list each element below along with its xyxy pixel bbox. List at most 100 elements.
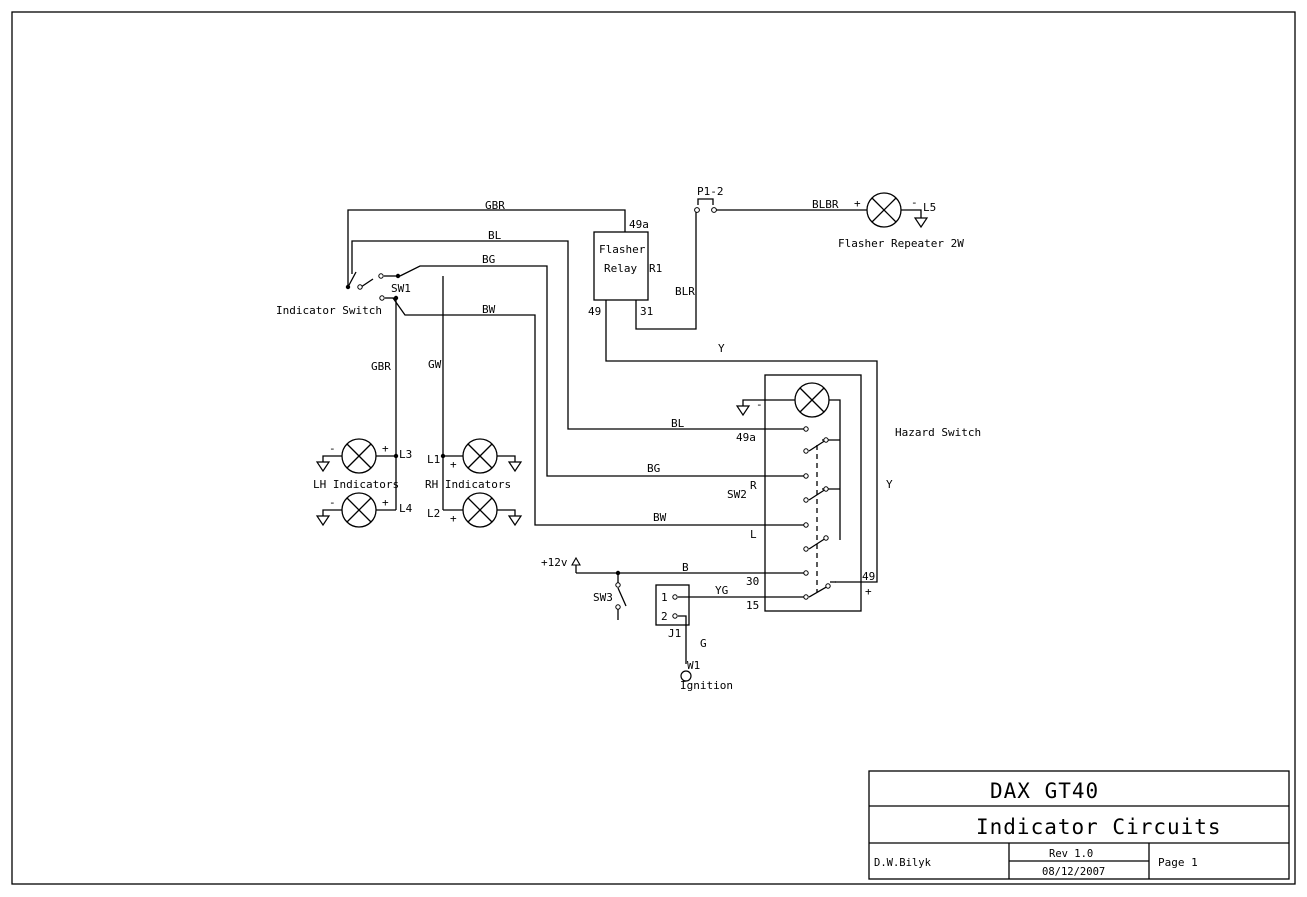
wire-label-gbr-vert: GBR	[371, 360, 391, 373]
relay-ref: R1	[649, 262, 662, 275]
wire-label-bl-hazard: BL	[671, 417, 685, 430]
plug-p1: P1-2	[694, 185, 724, 213]
sw1-lever-b	[360, 278, 374, 288]
indicator-switch: SW1 Indicator Switch	[276, 271, 411, 317]
wire-label-blr: BLR	[675, 285, 695, 298]
plug-pin	[711, 207, 717, 213]
ground-icon	[316, 515, 330, 526]
j1-pin	[672, 613, 678, 619]
rh-indicators-label: RH Indicators	[425, 478, 511, 491]
flasher-repeater-minus: -	[911, 196, 918, 209]
wire-y	[605, 300, 878, 583]
ground-icon	[316, 461, 330, 472]
wire-g	[678, 615, 687, 664]
page-number: Page 1	[1158, 856, 1198, 869]
sw3-ref: SW3	[593, 591, 613, 604]
hazard-contact	[803, 497, 809, 503]
hazard-blade	[808, 537, 827, 550]
sw1-lever-a	[347, 271, 357, 288]
rh-indicator-lamp-top	[462, 438, 498, 474]
title-block: DAX GT40 Indicator Circuits D.W.Bilyk Re…	[868, 770, 1290, 880]
ignition-ref: W1	[687, 659, 700, 672]
sw1-junction	[395, 273, 401, 279]
wire-label-bl-top: BL	[488, 229, 502, 242]
revision: Rev 1.0	[1049, 848, 1093, 860]
rh-plus-top: +	[450, 458, 457, 471]
hazard-plus: +	[865, 585, 872, 598]
lh-minus-bottom: -	[329, 496, 336, 509]
sw3-contact	[615, 604, 621, 610]
rh-top-gnd-lead	[497, 455, 516, 462]
supply-junction	[615, 570, 621, 576]
lh-plus-bottom: +	[382, 496, 389, 509]
j1-pin1-label: 1	[661, 591, 668, 604]
rh-ref-top: L1	[427, 453, 440, 466]
hazard-contact	[803, 448, 809, 454]
ignition-label: Ignition	[680, 679, 733, 692]
flasher-repeater-ref: L5	[923, 201, 936, 214]
sw3-contact	[615, 582, 621, 588]
hazard-contact	[803, 594, 809, 600]
lh-junction	[393, 453, 399, 459]
lh-indicators-label: LH Indicators	[313, 478, 399, 491]
lh-indicator-lamp-top	[341, 438, 377, 474]
lh-plus-top: +	[382, 442, 389, 455]
hazard-switch-label: Hazard Switch	[895, 426, 981, 439]
ground-icon	[736, 405, 750, 416]
hazard-pin-49a: 49a	[736, 431, 756, 444]
rh-plus-bottom: +	[450, 512, 457, 525]
indicator-switch-label: Indicator Switch	[276, 304, 382, 317]
lh-indicator-lamp-bottom	[341, 492, 377, 528]
relay-body	[593, 231, 649, 301]
ground-icon	[914, 217, 928, 228]
hazard-lamp-gnd-lead	[742, 399, 795, 406]
flasher-repeater-lamp	[866, 192, 902, 228]
relay-text-line2: Relay	[604, 262, 637, 275]
sw1-contact	[379, 295, 385, 301]
wire-label-bw-top: BW	[482, 303, 496, 316]
lh-bottom-gnd-lead	[322, 509, 342, 516]
rh-indicator-lamp-bottom	[462, 492, 498, 528]
author: D.W.Bilyk	[874, 857, 932, 869]
rh-ref-bottom: L2	[427, 507, 440, 520]
wire-label-gw: GW	[428, 358, 442, 371]
flasher-repeater-plus: +	[854, 197, 861, 210]
wire-label-blbr: BLBR	[812, 198, 839, 211]
plug-pin	[694, 207, 700, 213]
hazard-contact	[823, 437, 829, 443]
hazard-blade	[808, 585, 829, 598]
sw1-contact	[357, 284, 363, 290]
wire-bg	[399, 265, 806, 477]
wire-bl	[351, 240, 806, 430]
hazard-ref: SW2	[727, 488, 747, 501]
wire-label-y-top: Y	[718, 342, 725, 355]
hazard-contact	[803, 426, 809, 432]
ground-icon	[508, 515, 522, 526]
title-block-frame	[868, 770, 1290, 880]
sw1-junction	[345, 284, 351, 290]
hazard-contact	[803, 570, 809, 576]
hazard-contact	[803, 473, 809, 479]
lh-minus-top: -	[329, 442, 336, 455]
j1-pin2-label: 2	[661, 610, 668, 623]
sw1-ref: SW1	[391, 282, 411, 295]
hazard-lamp-plus-lead	[829, 399, 841, 540]
lh-indicators: - + - + L3 L4 LH Indicators	[313, 438, 413, 528]
j1-ref: J1	[668, 627, 681, 640]
drawing-title: Indicator Circuits	[976, 815, 1222, 839]
hazard-contact	[823, 486, 829, 492]
lh-top-gnd-lead	[322, 455, 342, 462]
sheet-border	[11, 11, 1296, 885]
hazard-pin-r: R	[750, 479, 757, 492]
lh-ref-bottom: L4	[399, 502, 413, 515]
rh-bottom-gnd-lead	[497, 509, 516, 516]
rh-indicators: + + L1 L2 RH Indicators	[425, 438, 522, 528]
connector-j1: 1 2 J1	[655, 584, 690, 640]
rh-junction	[440, 453, 446, 459]
supply-label: +12v	[541, 556, 568, 569]
wire-label-bg-hazard: BG	[647, 462, 660, 475]
sw3-lever	[617, 587, 627, 607]
hazard-pin-15: 15	[746, 599, 759, 612]
relay-pin-31: 31	[640, 305, 653, 318]
